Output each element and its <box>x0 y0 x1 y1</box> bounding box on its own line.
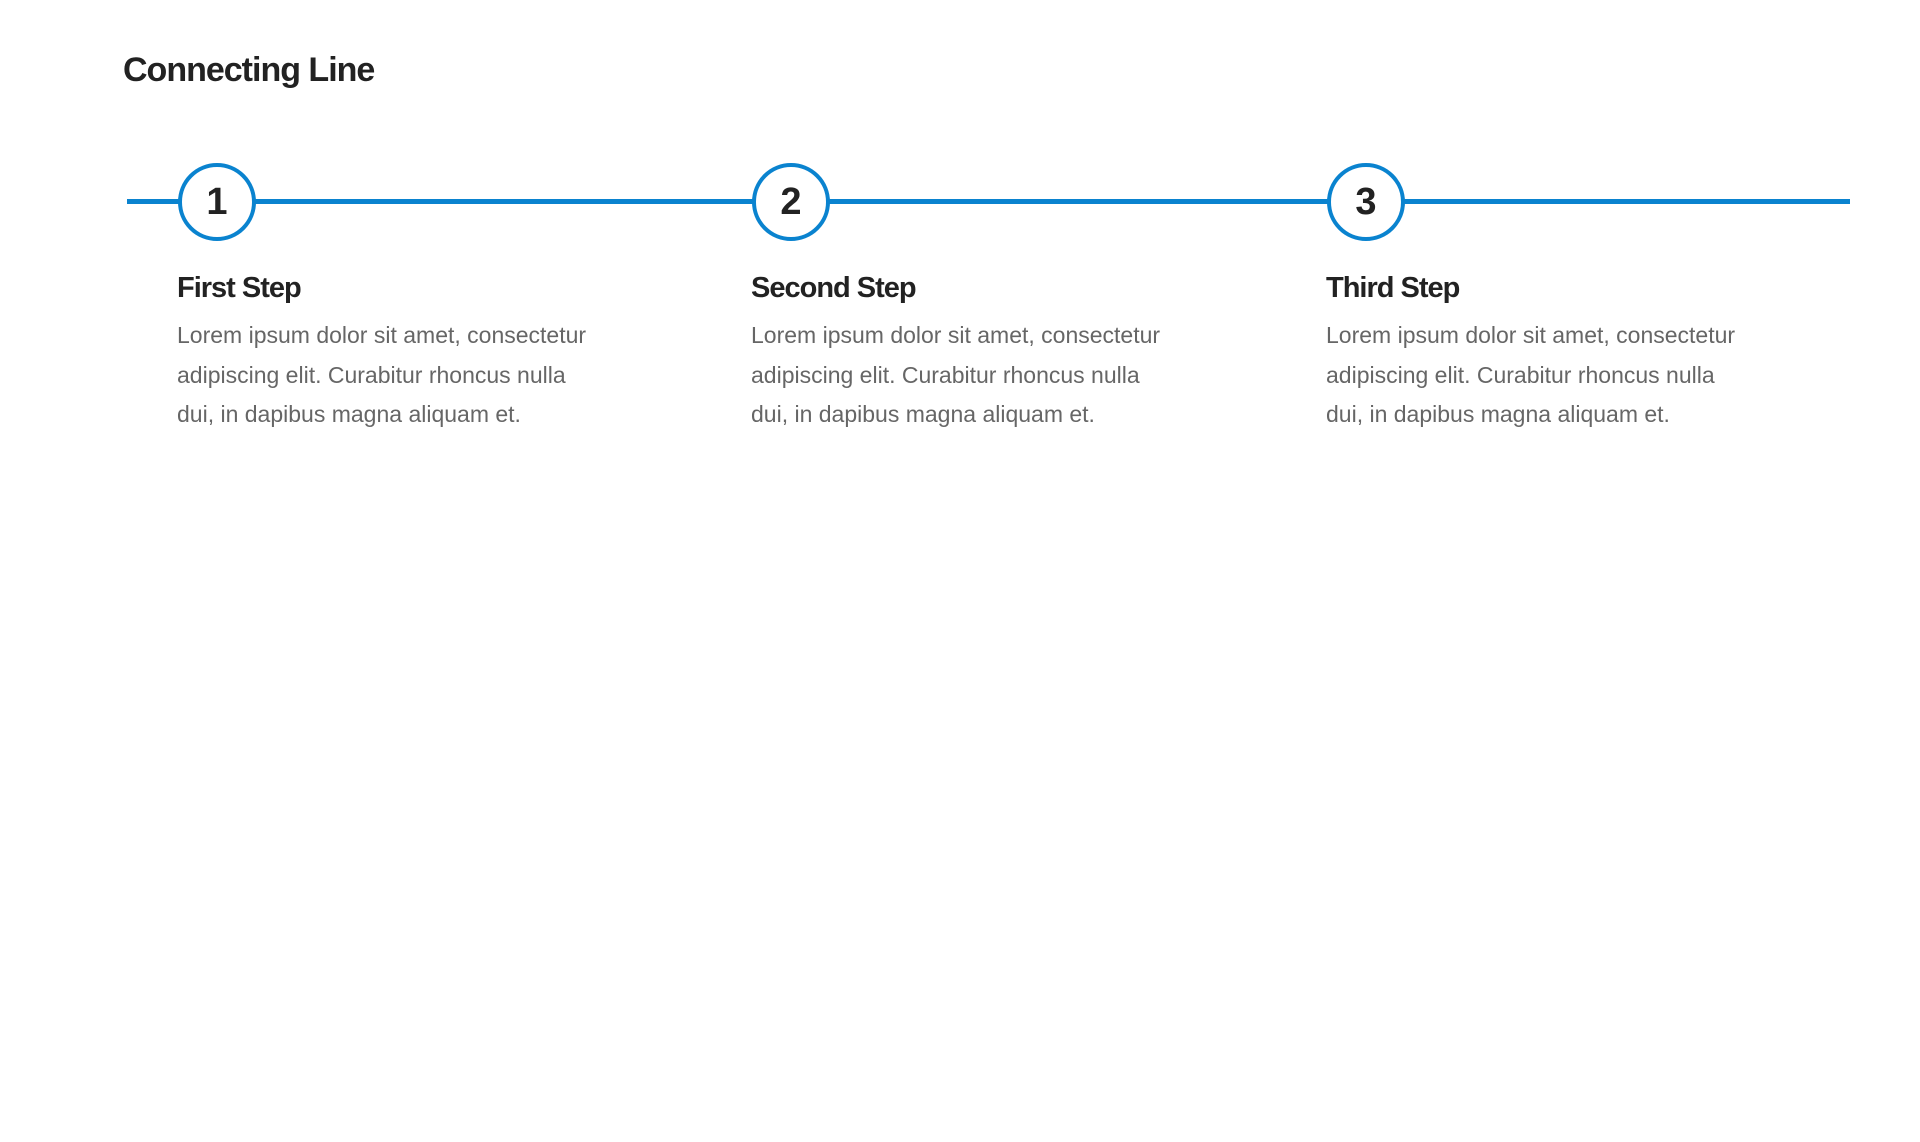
step-title: Second Step <box>751 272 917 304</box>
step-title: First Step <box>177 272 302 304</box>
step-number-circle: 3 <box>1327 163 1405 241</box>
step-item: Third Step Lorem ipsum dolor sit amet, c… <box>1326 268 1766 435</box>
step-number-circle: 2 <box>752 163 830 241</box>
page-title: Connecting Line <box>123 51 375 89</box>
step-description: Lorem ipsum dolor sit amet, consectetur … <box>1326 322 1736 427</box>
step-title: Third Step <box>1326 272 1460 304</box>
step-number-circle: 1 <box>178 163 256 241</box>
connecting-line <box>127 199 1850 204</box>
step-item: Second Step Lorem ipsum dolor sit amet, … <box>751 268 1191 435</box>
step-description: Lorem ipsum dolor sit amet, consectetur … <box>177 322 587 427</box>
step-description: Lorem ipsum dolor sit amet, consectetur … <box>751 322 1161 427</box>
step-item: First Step Lorem ipsum dolor sit amet, c… <box>177 268 617 435</box>
